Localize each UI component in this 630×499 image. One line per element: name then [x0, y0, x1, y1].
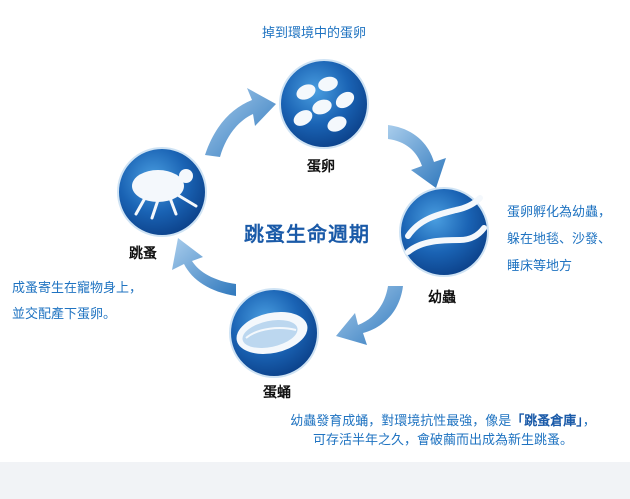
eggs-icon: [279, 59, 369, 149]
arrow-pupa-to-adult: [172, 238, 236, 296]
pupa-caption-line2: 可存活半年之久，會破繭而出成為新生跳蚤。: [312, 433, 573, 448]
larva-caption-line1: 蛋卵孵化為幼蟲，: [507, 205, 612, 220]
pupa-label: 蛋蛹: [263, 385, 291, 401]
bottom-band: [0, 462, 630, 499]
arrow-larva-to-pupa: [336, 286, 403, 345]
larva-caption-line2: 躲在地毯、沙發、: [507, 232, 612, 247]
pupa-caption-pre: 幼蟲發育成蛹，對環境抗性最強，像是: [290, 414, 512, 429]
cocoon-icon: [229, 288, 319, 378]
diagram-title: 跳蚤生命週期: [244, 222, 370, 246]
pupa-caption-post: ，: [582, 414, 596, 429]
larva-label: 幼蟲: [428, 290, 456, 306]
flea-icon: [117, 147, 207, 237]
pupa-caption: 幼蟲發育成蛹，對環境抗性最強，像是「跳蚤倉庫」， 可存活半年之久，會破繭而出成為…: [263, 412, 623, 450]
larvae-icon: [399, 187, 489, 277]
pupa-caption-highlight: 「跳蚤倉庫」: [511, 414, 583, 429]
adult-label: 跳蚤: [129, 246, 157, 262]
arrow-egg-to-larva: [388, 125, 446, 188]
egg-caption: 掉到環境中的蛋卵: [262, 26, 367, 41]
adult-caption-line2: 並交配產下蛋卵。: [12, 307, 117, 322]
egg-label: 蛋卵: [307, 159, 335, 175]
adult-caption-line1: 成蚤寄生在寵物身上，: [12, 281, 143, 296]
larva-caption-line3: 睡床等地方: [507, 259, 573, 274]
pupa-caption-line1: 幼蟲發育成蛹，對環境抗性最強，像是「跳蚤倉庫」，: [263, 412, 623, 431]
arrow-adult-to-egg: [205, 88, 276, 157]
